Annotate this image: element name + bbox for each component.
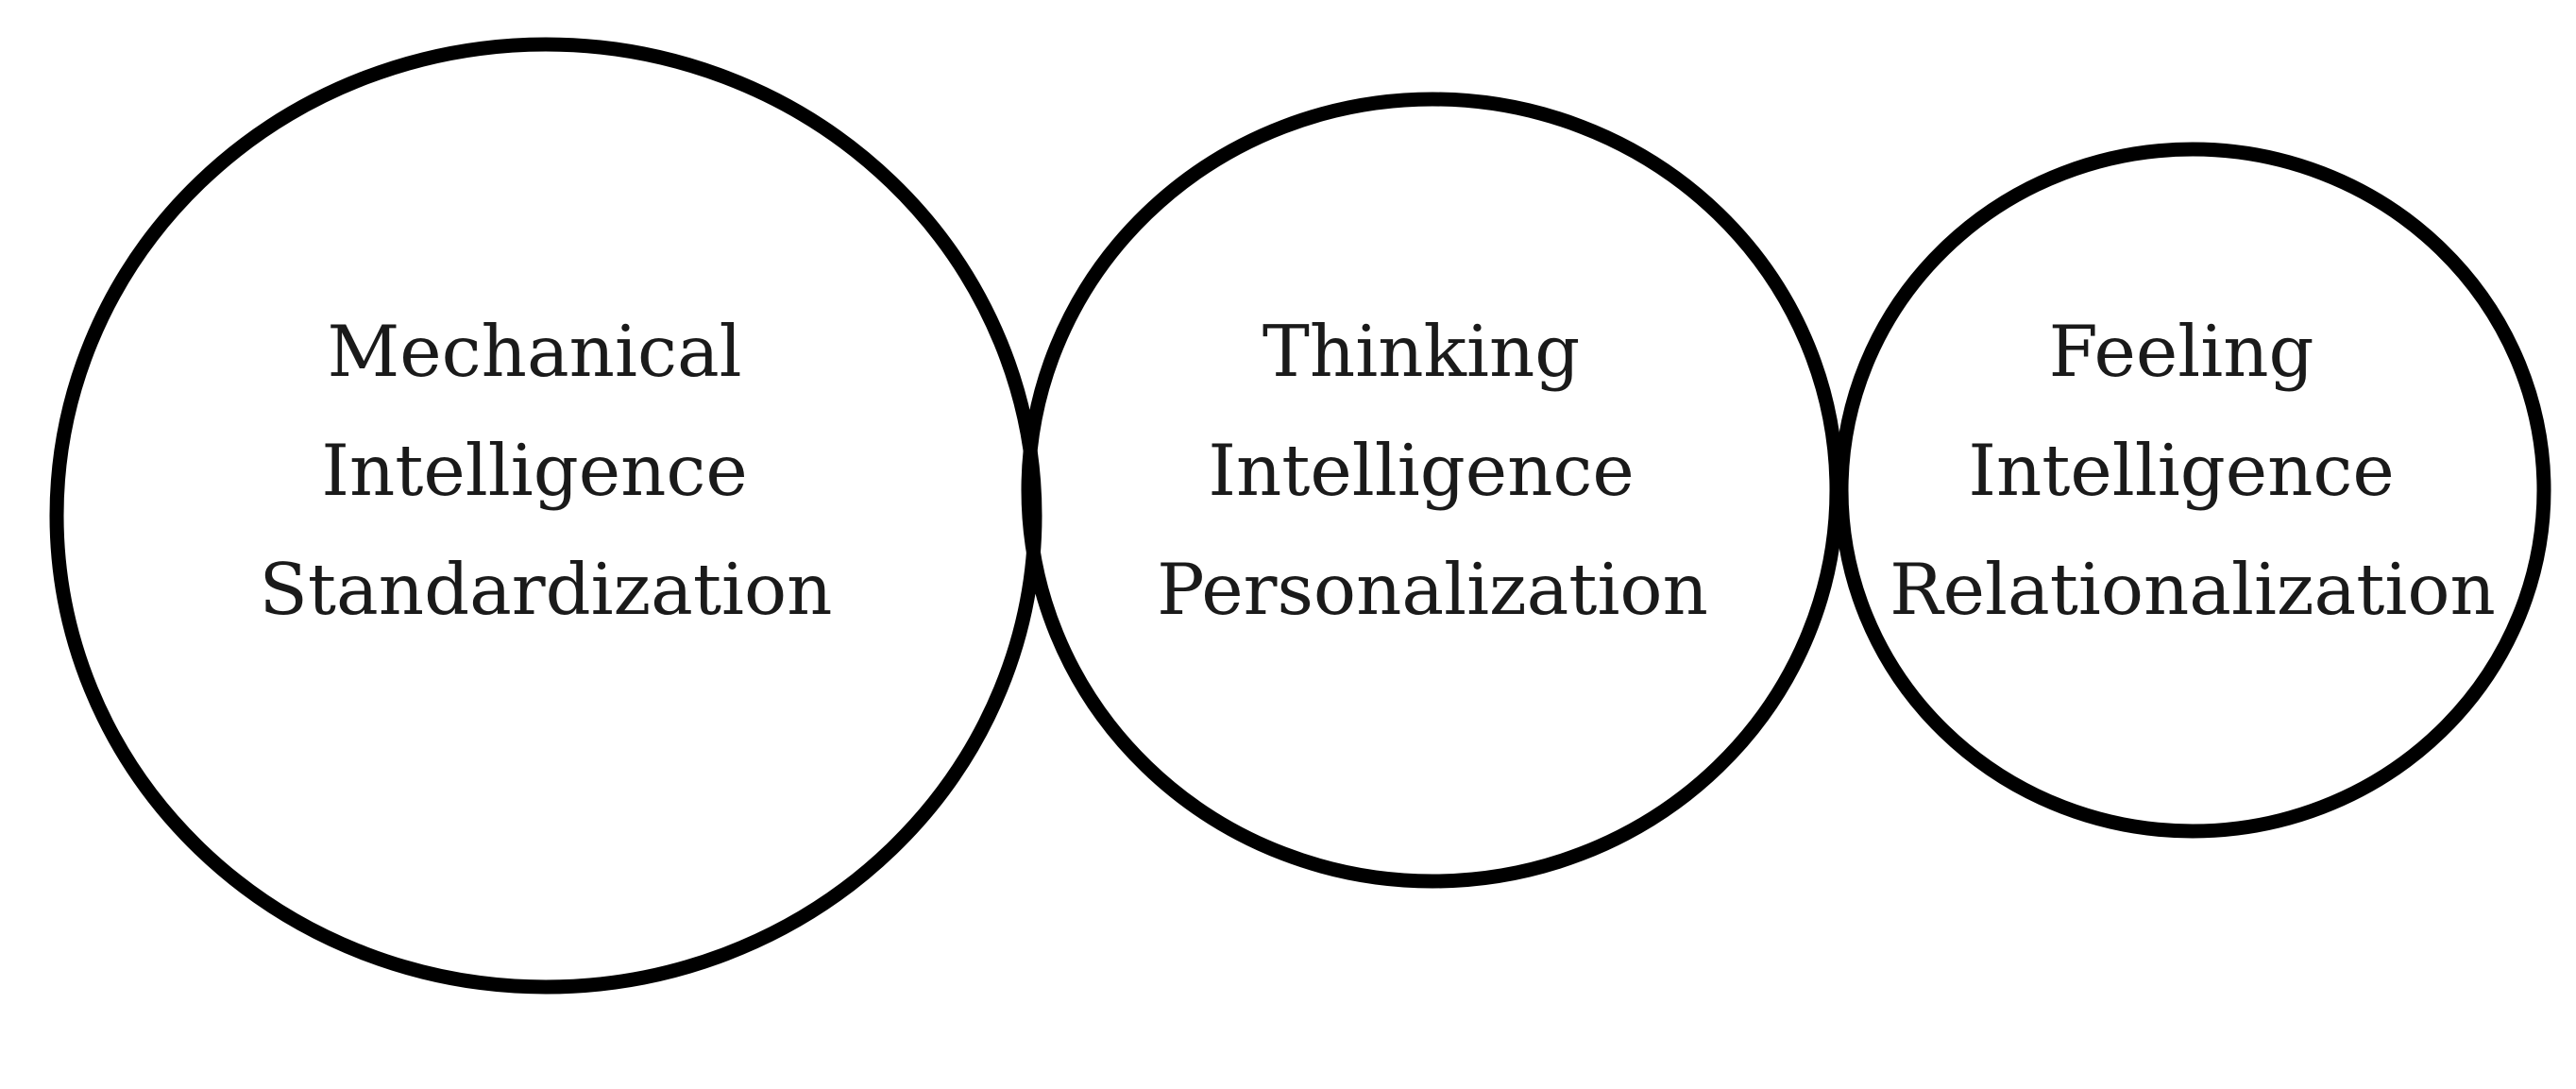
circle-thinking-label: Thinking Intelligence Personalization [1157, 310, 1708, 631]
circle-feeling-line-3: Relationalization [1890, 548, 2496, 631]
circle-feeling-label: Feeling Intelligence Relationalization [1890, 310, 2496, 631]
circle-feeling: Feeling Intelligence Relationalization [1834, 142, 2551, 839]
circle-mechanical: Mechanical Intelligence Standardization [49, 37, 1042, 995]
circle-mechanical-line-1: Mechanical [327, 310, 741, 393]
circle-mechanical-line-3: Standardization [260, 548, 833, 631]
circle-feeling-line-1: Feeling [2049, 310, 2314, 393]
circle-feeling-line-2: Intelligence [1968, 429, 2395, 512]
circle-mechanical-label: Mechanical Intelligence Standardization [260, 310, 833, 631]
circle-thinking: Thinking Intelligence Personalization [1021, 92, 1844, 889]
circle-mechanical-line-2: Intelligence [321, 429, 748, 512]
circle-mechanical-ring [49, 37, 1042, 995]
circle-thinking-line-2: Intelligence [1208, 429, 1635, 512]
circle-thinking-line-3: Personalization [1157, 548, 1708, 631]
circle-thinking-line-1: Thinking [1263, 310, 1580, 393]
circle-feeling-ring [1834, 142, 2551, 839]
